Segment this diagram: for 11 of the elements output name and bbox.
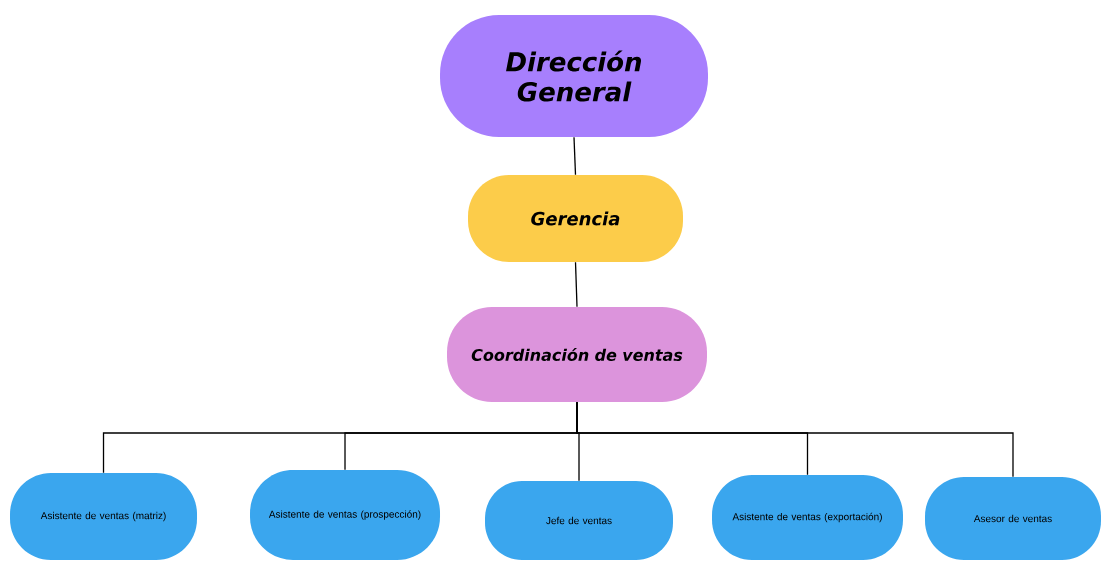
title-pill: Dirección General — [440, 15, 708, 137]
role-pill: Jefe de ventas — [485, 481, 673, 560]
title-pill: Coordinación de ventas — [447, 307, 707, 402]
title-pill: Gerencia — [468, 175, 683, 262]
role-pill: Asesor de ventas — [925, 477, 1101, 560]
connector — [573, 136, 577, 176]
connector — [574, 261, 578, 308]
role-pill: Asistente de ventas (matriz) — [10, 473, 197, 560]
connector — [576, 401, 1014, 478]
role-pill: Asistente de ventas (prospección) — [250, 470, 440, 560]
role-pill: Asistente de ventas (exportación) — [712, 475, 903, 560]
